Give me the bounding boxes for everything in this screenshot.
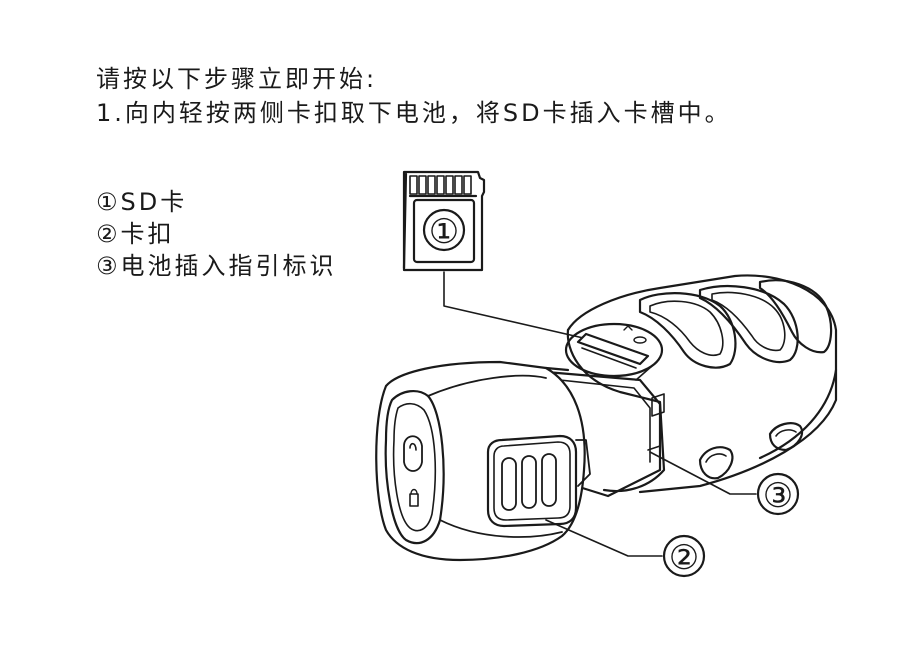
instructions-intro: 请按以下步骤立即开始:: [96, 65, 378, 93]
lock-icon: [403, 435, 423, 472]
battery-clip: [486, 434, 578, 528]
legend-list: ①SD卡 ②卡扣 ③电池插入指引标识: [96, 186, 337, 282]
sd-card-slot: [576, 332, 650, 366]
battery-guide-leader-line: [649, 451, 757, 495]
legend-item-clip: ②卡扣: [96, 220, 175, 248]
instructions-step-1: 1.向内轻按两侧卡扣取下电池，将SD卡插入卡槽中。: [96, 99, 732, 127]
battery-guide-callout-number: ③: [763, 476, 793, 516]
clip-callout-number: ②: [669, 538, 699, 578]
clip-leader-line: [545, 519, 663, 557]
sd-card-icon: ①: [402, 170, 486, 272]
battery-guide-callout: ③: [756, 472, 800, 516]
legend-item-battery-guide: ③电池插入指引标识: [96, 252, 337, 280]
battery-pack: [375, 360, 591, 562]
battery-guide-mark: [651, 393, 665, 417]
instructions-block: 请按以下步骤立即开始: 1.向内轻按两侧卡扣取下电池，将SD卡插入卡槽中。: [96, 62, 856, 130]
clip-callout: ②: [662, 534, 706, 578]
sd-card-callout-number: ①: [429, 212, 459, 252]
legend-item-sd-card: ①SD卡: [96, 188, 188, 216]
sd-card-leader-line: [443, 271, 593, 341]
battery-compartment: [544, 322, 666, 498]
device-handle: [566, 274, 838, 494]
